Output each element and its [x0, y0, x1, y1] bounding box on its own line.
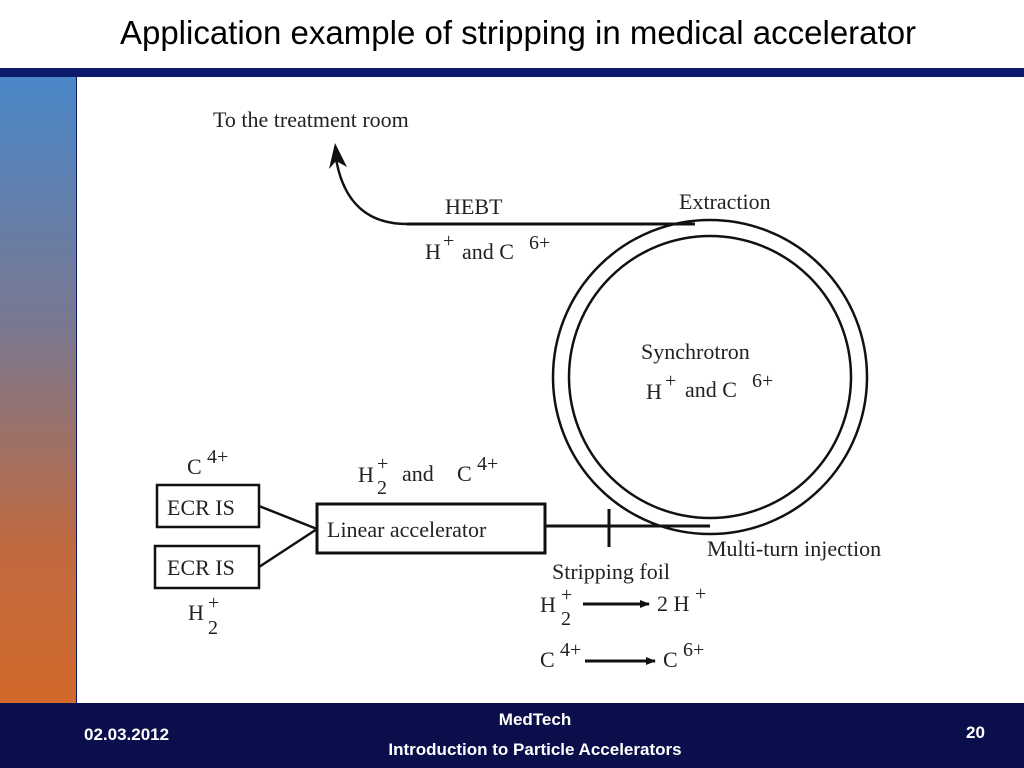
sync-ions-h-sup: + [665, 370, 676, 392]
reaction1-lhs: H [540, 592, 556, 617]
h2-label-sup: + [208, 592, 219, 614]
reaction2-rhs: C [663, 647, 678, 672]
title-bar: Application example of stripping in medi… [0, 0, 1024, 68]
c4-label-sup: 4+ [207, 446, 228, 468]
synchrotron-inner-ring [567, 234, 853, 520]
footer-date: 02.03.2012 [84, 725, 170, 744]
hebt-ions-h: H [425, 239, 441, 264]
treatment-arrow [333, 151, 408, 226]
ecr-top-connector [258, 504, 318, 531]
synchrotron-label: Synchrotron [641, 339, 750, 364]
side-gradient-bar [0, 77, 77, 703]
linac-ions-and: and [402, 461, 434, 486]
reaction2-lhs-sup: 4+ [560, 639, 581, 661]
sync-ions-and: and C [685, 377, 737, 402]
footer-line2: Introduction to Particle Accelerators [388, 740, 682, 759]
diagram-svg: To the treatment room HEBT H + and C 6+ … [153, 107, 881, 672]
multi-turn-label: Multi-turn injection [707, 536, 881, 561]
linac-label: Linear accelerator [327, 517, 487, 542]
synchrotron-outer-ring [551, 218, 869, 536]
h2-label-sub: 2 [208, 617, 218, 639]
hebt-label: HEBT [445, 194, 503, 219]
hebt-ions-c-sup: 6+ [529, 232, 550, 254]
linac-ions-c: C [457, 461, 472, 486]
sync-ions-c-sup: 6+ [752, 370, 773, 392]
reaction1-lhs-sup: + [561, 584, 572, 606]
title-rule [0, 68, 1024, 77]
hebt-ions-and: and C [462, 239, 514, 264]
linear-accelerator-box [315, 502, 547, 555]
c4-label: C [187, 454, 202, 479]
reaction1-rhs-sup: + [695, 583, 706, 605]
slide-title: Application example of stripping in medi… [119, 14, 917, 51]
ecr-bottom-connector [258, 527, 318, 569]
footer-bar: 02.03.2012 MedTech Introduction to Parti… [0, 703, 1024, 768]
sync-ions-h: H [646, 379, 662, 404]
reaction2-lhs: C [540, 647, 555, 672]
extraction-label: Extraction [679, 189, 771, 214]
hebt-ions-h-sup: + [443, 230, 454, 252]
page-number: 20 [966, 723, 985, 742]
linac-ions-c-sup: 4+ [477, 453, 498, 475]
treatment-arrow-head [329, 143, 347, 169]
reaction1-lhs-sub: 2 [561, 608, 571, 630]
linac-ions-h-sup: + [377, 453, 388, 475]
to-treatment-label: To the treatment room [213, 107, 409, 132]
footer-line1: MedTech [498, 710, 572, 729]
linac-ions-h-sub: 2 [377, 477, 387, 499]
reaction2-rhs-sup: 6+ [683, 639, 704, 661]
accelerator-diagram: To the treatment room HEBT H + and C 6+ … [77, 77, 1024, 703]
h2-label: H [188, 600, 204, 625]
linac-ions-h: H [358, 462, 374, 487]
ecr-bottom-label: ECR IS [167, 555, 235, 580]
reaction1-rhs: 2 H [657, 591, 690, 616]
stripping-foil-label: Stripping foil [552, 559, 670, 584]
ecr-top-label: ECR IS [167, 495, 235, 520]
